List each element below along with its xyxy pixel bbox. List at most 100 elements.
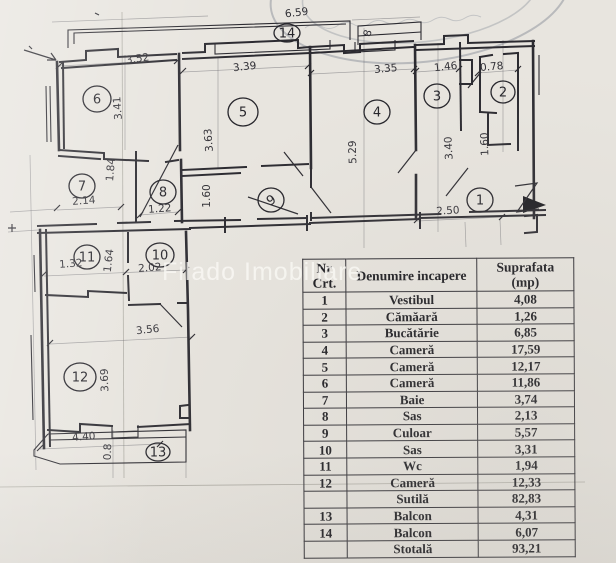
room-number-7: 7 [78, 180, 86, 195]
table-cell: 6,07 [478, 523, 576, 541]
table-cell: 1,26 [477, 307, 575, 325]
table-cell: 14 [304, 524, 348, 542]
room-number-12: 12 [72, 371, 89, 386]
dimension-label: 8 [361, 28, 374, 38]
dimension-label: 3.52 [125, 51, 150, 66]
dimension-label: 0.78 [480, 60, 504, 74]
room-number-circle-8 [149, 179, 177, 205]
table-cell: 9 [303, 424, 347, 442]
room-number-13: 13 [150, 446, 167, 461]
table-cell [304, 540, 348, 558]
dimension-label: 2.14 [72, 194, 96, 208]
dimension-label: 3.56 [135, 323, 160, 337]
room-number-1: 1 [476, 194, 484, 209]
room-number-11: 11 [79, 251, 96, 266]
dimension-label: 1.60 [479, 132, 492, 156]
room-number-circle-9 [257, 187, 285, 213]
dimension-label: 4.40 [72, 430, 96, 444]
room-number-circle-2 [490, 80, 516, 104]
room-number-circle-6 [82, 85, 112, 113]
table-cell: 4,31 [478, 506, 576, 524]
table-cell: Cameră [347, 473, 479, 492]
room-number-14: 14 [279, 27, 296, 42]
table-cell: 7 [303, 391, 347, 409]
table-cell: 1,94 [477, 456, 575, 474]
table-cell: 3,74 [477, 390, 575, 408]
table-cell: Cameră [346, 374, 478, 392]
dimension-label: 1.64 [102, 248, 117, 273]
room-number-4: 4 [373, 106, 381, 121]
table-cell: Culoar [346, 424, 478, 442]
table-cell: Balcon [347, 507, 479, 525]
table-cell: 11 [303, 457, 348, 475]
dimension-lines [7, 15, 519, 478]
table-cell: 2,13 [477, 406, 575, 425]
table-cell: 82,83 [478, 489, 576, 508]
table-cell: 12,33 [477, 473, 575, 491]
room-number-circle-3 [423, 83, 451, 109]
dimension-label: 1.60 [201, 184, 213, 207]
table-cell: 13 [304, 507, 348, 525]
dimension-label: 3.39 [232, 60, 257, 74]
tick-marks [8, 12, 546, 452]
dimension-label: 1.46 [433, 60, 458, 74]
table-cell: Vestibul [346, 291, 478, 309]
dimension-label: 3.41 [111, 96, 125, 120]
dimension-label: 1.22 [148, 202, 172, 216]
room-number-circle-5 [227, 97, 259, 127]
room-number-circle-11 [73, 244, 101, 270]
table-cell: Sutilă [347, 490, 479, 508]
room-number-circle-14 [273, 23, 301, 43]
table-cell: 3 [303, 325, 347, 342]
table-cell: Balcon [347, 523, 479, 541]
room-number-circle-7 [68, 173, 96, 199]
entrance-arrow [523, 196, 546, 213]
walls [36, 33, 547, 450]
room-number-5: 5 [239, 106, 247, 121]
dimension-label: 2.50 [436, 204, 460, 217]
table-cell: Wc [347, 457, 478, 475]
room-number-8: 8 [159, 186, 167, 201]
dimension-label: 5.29 [347, 140, 360, 164]
header-denumire: Denumire incapere [345, 258, 477, 292]
table-cell: 6 [303, 374, 347, 392]
table-cell: 3,31 [477, 440, 575, 458]
table-cell: 8 [303, 408, 347, 425]
dimension-labels: 3.52 3.41 3.39 3.63 6.59 8 3.35 5.29 1.46 3.40 0.7… [59, 6, 504, 461]
table-cell: 12 [303, 474, 348, 492]
dimension-label: 3.35 [374, 62, 398, 76]
table-cell: 5,57 [477, 423, 575, 441]
dimension-label: 3.63 [202, 128, 216, 152]
room-number-circle-13 [145, 442, 171, 462]
table-cell: Bucătărie [346, 324, 478, 342]
room-number-2: 2 [499, 86, 507, 101]
room-number-circle-10 [145, 242, 175, 268]
table-header-row: Nr Crt. Denumire incapere Suprafata (mp) [302, 257, 574, 293]
table-cell: Cameră [346, 357, 478, 375]
table-cell: 10 [303, 441, 348, 459]
table-cell: Cămăară [346, 307, 478, 326]
table-cell: Sas [346, 440, 478, 458]
dimension-label: 2.02 [138, 261, 162, 275]
table-cell: 11,86 [477, 373, 575, 391]
dimension-label: 6.59 [284, 6, 309, 21]
table-cell: Stotală [347, 540, 479, 558]
windows-balconies [30, 20, 540, 465]
dimension-label: 3.69 [99, 368, 112, 392]
room-number-circle-12 [63, 362, 97, 392]
dimension-label: 3.40 [442, 136, 455, 160]
